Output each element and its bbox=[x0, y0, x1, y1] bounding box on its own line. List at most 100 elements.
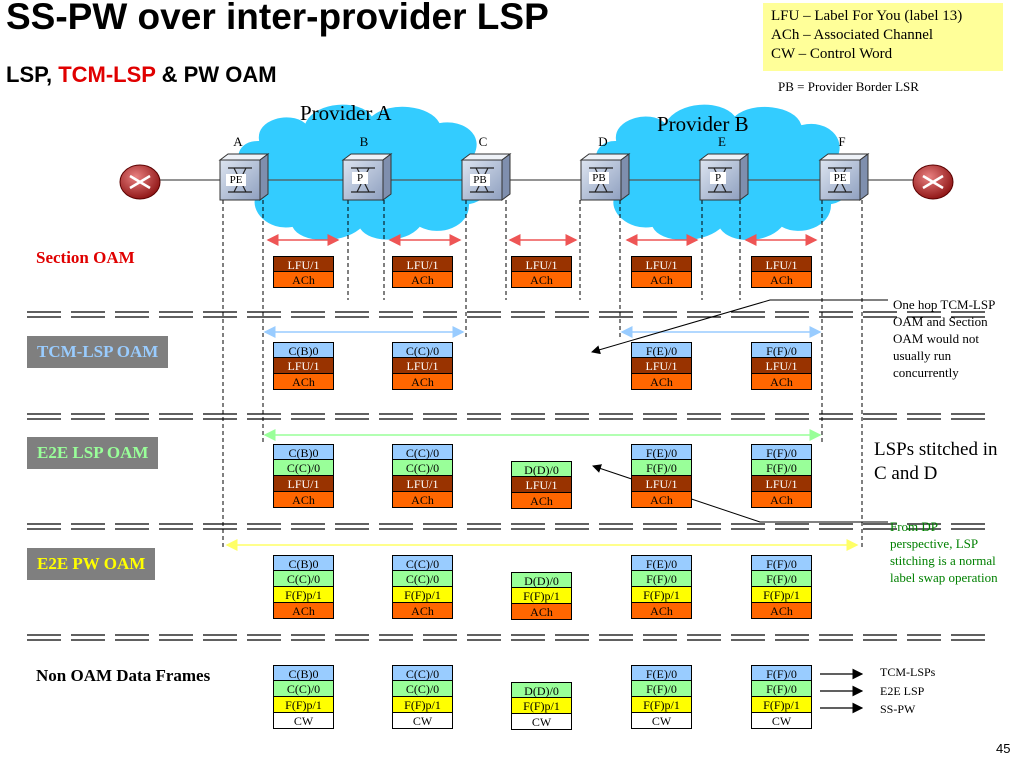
section-separators bbox=[27, 311, 990, 641]
stack-cell-lfu: LFU/1 bbox=[751, 358, 812, 374]
stack-cell-green: F(F)/0 bbox=[751, 460, 812, 476]
tcm-lsps-arrow-label: TCM-LSPs bbox=[880, 665, 936, 679]
stack-cell-lfu: LFU/1 bbox=[631, 256, 692, 272]
node-a-switch-icon bbox=[218, 153, 270, 201]
stack-cell-lfu: LFU/1 bbox=[273, 358, 334, 374]
node-e-type: P bbox=[710, 172, 726, 184]
one-hop-callout-arrow bbox=[591, 299, 888, 355]
stack-cell-ach: ACh bbox=[273, 603, 334, 619]
legend-line-cw: CW – Control Word bbox=[771, 46, 893, 62]
stack-cell-pw: F(F)p/1 bbox=[392, 587, 453, 603]
stack-cell-green: F(F)/0 bbox=[631, 571, 692, 587]
node-guide-lines bbox=[222, 200, 863, 548]
stack-cell-lfu: LFU/1 bbox=[631, 358, 692, 374]
stack-cell-ach: ACh bbox=[273, 492, 334, 508]
stack-cell-lbl: C(C)/0 bbox=[392, 342, 453, 358]
legend-line-ach: ACh – Associated Channel bbox=[771, 27, 934, 43]
stack-cell-ach: ACh bbox=[392, 272, 453, 288]
stack-cell-lfu: LFU/1 bbox=[631, 476, 692, 492]
stack-cell-ach: ACh bbox=[631, 272, 692, 288]
stack-cell-green: C(C)/0 bbox=[273, 681, 334, 697]
stack-cell-pw: F(F)p/1 bbox=[273, 697, 334, 713]
stack-cell-ach: ACh bbox=[511, 272, 572, 288]
stack-cell-pw: F(F)p/1 bbox=[511, 698, 572, 714]
stack-cell-lbl: F(F)/0 bbox=[751, 342, 812, 358]
node-c-letter: C bbox=[478, 134, 488, 149]
stack-cell-ach: ACh bbox=[273, 374, 334, 390]
stack-cell-lbl: C(C)/0 bbox=[392, 665, 453, 681]
stack-cell-ach: ACh bbox=[751, 374, 812, 390]
stack-cell-lbl: C(C)/0 bbox=[392, 555, 453, 571]
stack-cell-pw: F(F)p/1 bbox=[273, 587, 334, 603]
stack-cell-lbl: F(F)/0 bbox=[751, 665, 812, 681]
stack-cell-lfu: LFU/1 bbox=[511, 256, 572, 272]
stack-cell-lbl: C(B)0 bbox=[273, 555, 334, 571]
stack-cell-lfu: LFU/1 bbox=[273, 476, 334, 492]
subtitle-part-tcm: TCM-LSP bbox=[58, 62, 156, 87]
page-number: 45 bbox=[996, 741, 1011, 756]
node-a-type: PE bbox=[226, 174, 246, 186]
stack-cell-green: F(F)/0 bbox=[751, 571, 812, 587]
stitched-note: LSPs stitched in C and D bbox=[874, 439, 998, 484]
stack-cell-lbl: F(E)/0 bbox=[631, 444, 692, 460]
stack-cell-cw: CW bbox=[511, 714, 572, 730]
node-c-switch-icon bbox=[460, 153, 512, 201]
stack-cell-pw: F(F)p/1 bbox=[631, 697, 692, 713]
node-b-type: P bbox=[352, 172, 368, 184]
node-f-type: PE bbox=[830, 172, 850, 184]
stack-cell-lfu: LFU/1 bbox=[392, 358, 453, 374]
stack-cell-ach: ACh bbox=[392, 374, 453, 390]
e2e-pw-oam-label: E2E PW OAM bbox=[27, 548, 156, 580]
stack-cell-lfu: LFU/1 bbox=[511, 477, 572, 493]
stack-cell-green: F(F)/0 bbox=[751, 681, 812, 697]
non-oam-label: Non OAM Data Frames bbox=[36, 666, 211, 685]
e2e-lsp-oam-label: E2E LSP OAM bbox=[27, 437, 159, 469]
stack-cell-ach: ACh bbox=[392, 492, 453, 508]
stack-cell-ach: ACh bbox=[511, 493, 572, 509]
node-e-letter: E bbox=[718, 134, 726, 149]
stack-cell-lbl: F(E)/0 bbox=[631, 555, 692, 571]
legend-box: LFU – Label For You (label 13) ACh – Ass… bbox=[763, 3, 1003, 71]
stack-cell-cw: CW bbox=[751, 713, 812, 729]
stack-cell-green: C(C)/0 bbox=[273, 571, 334, 587]
stack-cell-lbl: F(F)/0 bbox=[751, 555, 812, 571]
stack-cell-lbl: F(E)/0 bbox=[631, 665, 692, 681]
pb-note: PB = Provider Border LSR bbox=[778, 79, 919, 94]
stack-cell-green: C(C)/0 bbox=[392, 571, 453, 587]
stack-cell-green: F(F)/0 bbox=[631, 460, 692, 476]
stack-cell-ach: ACh bbox=[631, 492, 692, 508]
stack-cell-ach: ACh bbox=[392, 603, 453, 619]
node-d-type: PB bbox=[589, 172, 609, 184]
left-router-icon bbox=[119, 164, 161, 200]
stack-cell-ach: ACh bbox=[273, 272, 334, 288]
stack-cell-ach: ACh bbox=[751, 272, 812, 288]
stack-cell-green: C(C)/0 bbox=[392, 681, 453, 697]
stack-cell-green: C(C)/0 bbox=[392, 460, 453, 476]
stack-cell-lbl: F(F)/0 bbox=[751, 444, 812, 460]
stack-cell-cw: CW bbox=[273, 713, 334, 729]
stack-cell-green: F(F)/0 bbox=[631, 681, 692, 697]
slide-title: SS-PW over inter-provider LSP bbox=[6, 0, 549, 37]
node-f-letter: F bbox=[838, 134, 846, 149]
stack-cell-lbl: C(B)0 bbox=[273, 665, 334, 681]
stack-cell-ach: ACh bbox=[631, 603, 692, 619]
stack-cell-lbl: C(B)0 bbox=[273, 342, 334, 358]
slide-subtitle: LSP, TCM-LSP & PW OAM bbox=[6, 62, 277, 88]
